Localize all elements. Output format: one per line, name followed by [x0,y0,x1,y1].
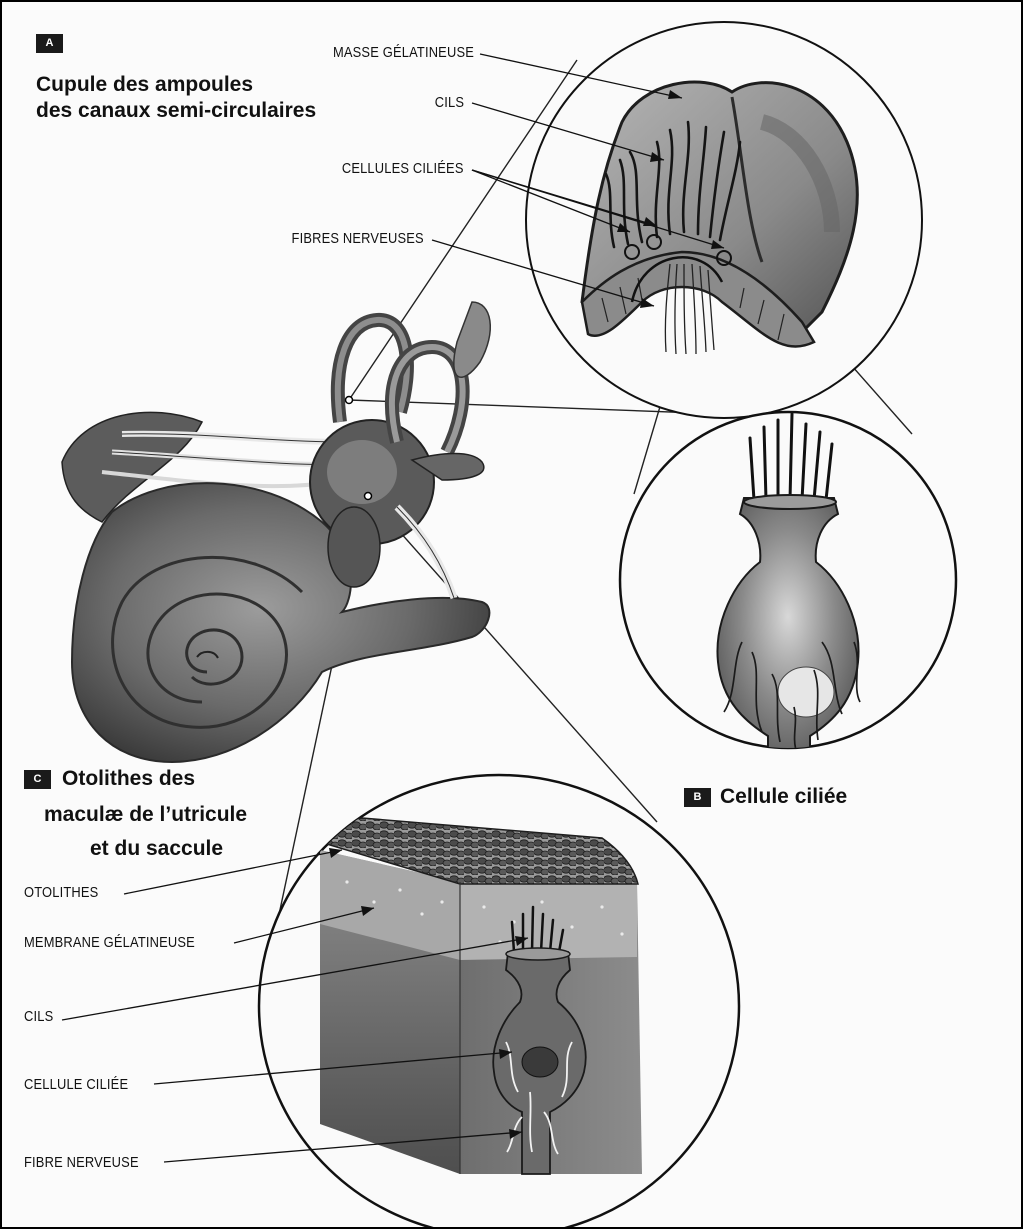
label-fibre-nerveuse: FIBRE NERVEUSE [24,1154,139,1171]
panel-a-badge: A [36,34,63,53]
panel-c-badge: C [24,770,51,789]
label-fibres-nerveuses: FIBRES NERVEUSES [292,230,424,247]
label-otolithes: OTOLITHES [24,884,98,901]
panel-a-title-line2: des canaux semi-circulaires [36,98,316,124]
cupula-detail [526,22,922,418]
panel-b-badge: B [684,788,711,807]
otolith-detail [259,775,739,1229]
panel-a-title-line1: Cupule des ampoules [36,72,253,98]
label-cils-a: CILS [435,94,464,111]
label-cils-c: CILS [24,1008,53,1025]
label-masse-gelatineuse: MASSE GÉLATINEUSE [333,44,474,61]
hair-cell-detail [620,412,956,762]
inner-ear-main [62,302,490,762]
panel-c-title-line2: maculæ de l’utricule [44,802,247,828]
label-membrane-gelatineuse: MEMBRANE GÉLATINEUSE [24,934,195,951]
label-cellules-ciliees: CELLULES CILIÉES [342,160,464,177]
panel-b-title: Cellule ciliée [720,784,847,810]
label-cellule-ciliee: CELLULE CILIÉE [24,1076,128,1093]
panel-c-title-line1: Otolithes des [62,766,195,792]
panel-c-title-line3: et du saccule [90,836,223,862]
